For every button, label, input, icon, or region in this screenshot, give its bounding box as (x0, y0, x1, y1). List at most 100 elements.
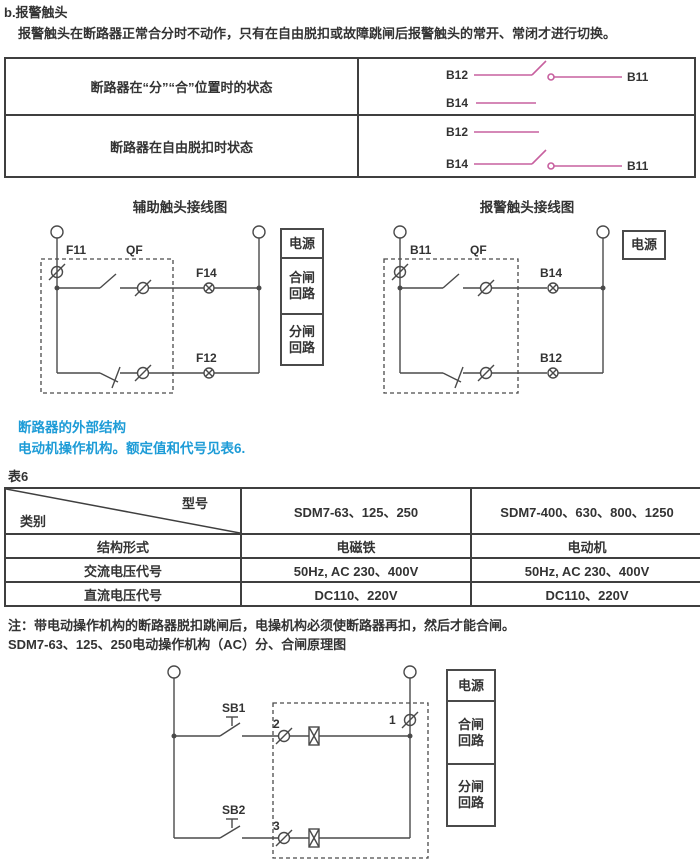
contact-state-diagram-tripped: B12 B14 B11 (446, 125, 649, 173)
breaker-contact-icon (477, 279, 495, 297)
table6-row-label: 交流电压代号 (4, 557, 242, 583)
state-row2-diagram-cell: B12 B14 B11 (357, 114, 696, 178)
aux-circuit-legend: 电源 合闸 回路 分闸 回路 (280, 228, 324, 366)
table6-model-col1: SDM7-63、125、250 (240, 487, 472, 535)
breaker-contact-icon (275, 727, 293, 745)
wiring-lines (173, 678, 411, 839)
crossed-terminal-icon (547, 367, 559, 379)
table6-row-label: 直流电压代号 (4, 581, 242, 607)
state-row2-label: 断路器在自由脱扣时状态 (4, 114, 359, 178)
terminal-label: B12 (540, 351, 562, 365)
breaker-contact-icon (401, 711, 419, 729)
contact-label: B14 (446, 157, 468, 171)
legend-opening-circuit: 分闸 回路 (448, 763, 494, 825)
qf-boundary-box (383, 258, 519, 394)
structure-note-line1: 断路器的外部结构 (18, 420, 126, 435)
table6-row-label: 结构形式 (4, 533, 242, 559)
table-row: 断路器在“分”“合”位置时的状态 B12 B11 B14 (4, 57, 696, 116)
coil-icon (308, 828, 320, 848)
state-row1-diagram-cell: B12 B11 B14 (357, 57, 696, 116)
contact-label: B12 (446, 68, 468, 82)
motor-circuit-legend: 电源 合闸 回路 分闸 回路 (446, 669, 496, 827)
aux-contact-wiring-diagram: F11 QF F14 F12 (40, 225, 266, 394)
legend-power: 电源 (630, 237, 657, 252)
breaker-contact-icon (477, 364, 495, 382)
wiring-lines (56, 238, 260, 389)
motor-mechanism-diagram: SB1 SB2 2 3 1 (167, 665, 429, 859)
button-label: SB1 (222, 701, 246, 715)
breaker-contact-icon (48, 263, 66, 281)
footnote-line2: SDM7-63、125、250电动操作机构（AC）分、合闸原理图 (8, 637, 347, 652)
table-row: 结构形式 电磁铁 电动机 (4, 533, 700, 559)
terminal-icon (252, 225, 266, 239)
terminal-label: B11 (410, 243, 432, 257)
junction-dot (600, 285, 606, 291)
alarm-contact-wiring-diagram: B11 QF B14 B12 (383, 225, 610, 394)
closed-contact-icon (474, 149, 622, 170)
section-heading: b.报警触头 (4, 5, 68, 20)
junction-dot (256, 285, 262, 291)
terminal-label: F14 (196, 266, 217, 280)
legend-closing-circuit: 合闸 回路 (282, 257, 322, 313)
table6-corner-cell: 型号 类别 (4, 487, 242, 535)
terminal-icon (167, 665, 181, 679)
table6-cell: DC110、220V (240, 581, 472, 607)
coil-icon (308, 726, 320, 746)
alarm-diagram-title: 报警触头接线图 (479, 200, 575, 215)
junction-dot (407, 733, 413, 739)
node-label: 3 (273, 819, 280, 833)
button-label: SB2 (222, 803, 246, 817)
terminal-icon (393, 225, 407, 239)
table6-model-col2: SDM7-400、630、800、1250 (470, 487, 700, 535)
contact-state-diagram-closed: B12 B11 B14 (446, 60, 649, 110)
node-label: 2 (273, 717, 280, 731)
legend-opening-circuit: 分闸 回路 (282, 313, 322, 364)
contact-label: B14 (446, 96, 468, 110)
terminal-label: F12 (196, 351, 217, 365)
device-label: QF (126, 243, 143, 257)
junction-dot (397, 285, 403, 291)
junction-dot (54, 285, 60, 291)
legend-closing-circuit: 合闸 回路 (448, 700, 494, 763)
table6: 型号 类别 SDM7-63、125、250 SDM7-400、630、800、1… (4, 487, 700, 607)
table6-cell: DC110、220V (470, 581, 700, 607)
aux-diagram-title: 辅助触头接线图 (132, 200, 228, 215)
legend-power: 电源 (288, 235, 315, 251)
structure-note-line2: 电动机操作机构。额定值和代号见表6. (18, 441, 246, 456)
legend-power: 电源 (457, 677, 484, 693)
corner-label-category: 类别 (20, 514, 47, 529)
table6-cell: 50Hz, AC 230、400V (240, 557, 472, 583)
table-row: 直流电压代号 DC110、220V DC110、220V (4, 581, 700, 607)
wiring-lines (399, 238, 604, 389)
node-label: 1 (389, 713, 396, 727)
table6-cell: 电动机 (470, 533, 700, 559)
terminal-icon (596, 225, 610, 239)
qf-boundary-box (40, 258, 174, 394)
intro-paragraph: 报警触头在断路器正常合分时不动作，只有在自由脱扣或故障跳闸后报警触头的常开、常闭… (18, 26, 617, 41)
crossed-terminal-icon (203, 367, 215, 379)
table-row: 断路器在自由脱扣时状态 B12 B14 B11 (4, 114, 696, 178)
alarm-circuit-legend: 电源 (622, 230, 666, 260)
contact-label: B12 (446, 125, 468, 139)
footnote-line1: 注：带电动操作机构的断路器脱扣跳闸后，电操机构必须使断路器再扣，然后才能合闸。 (8, 618, 516, 633)
state-row1-label: 断路器在“分”“合”位置时的状态 (4, 57, 359, 116)
crossed-terminal-icon (547, 282, 559, 294)
table6-cell: 电磁铁 (240, 533, 472, 559)
breaker-contact-icon (275, 829, 293, 847)
table6-cell: 50Hz, AC 230、400V (470, 557, 700, 583)
table6-caption: 表6 (8, 469, 29, 484)
table-row: 型号 类别 SDM7-63、125、250 SDM7-400、630、800、1… (4, 487, 700, 535)
mechanism-boundary-box (272, 702, 429, 859)
closed-contact-icon (474, 60, 622, 81)
breaker-contact-icon (134, 364, 152, 382)
contact-label: B11 (627, 70, 649, 84)
breaker-state-table: 断路器在“分”“合”位置时的状态 B12 B11 B14 (4, 57, 696, 178)
crossed-terminal-icon (203, 282, 215, 294)
device-label: QF (470, 243, 487, 257)
contact-label: B11 (627, 159, 649, 173)
terminal-label: B14 (540, 266, 562, 280)
corner-label-model: 型号 (181, 496, 208, 511)
diagonal-divider (6, 489, 240, 533)
junction-dot (171, 733, 177, 739)
